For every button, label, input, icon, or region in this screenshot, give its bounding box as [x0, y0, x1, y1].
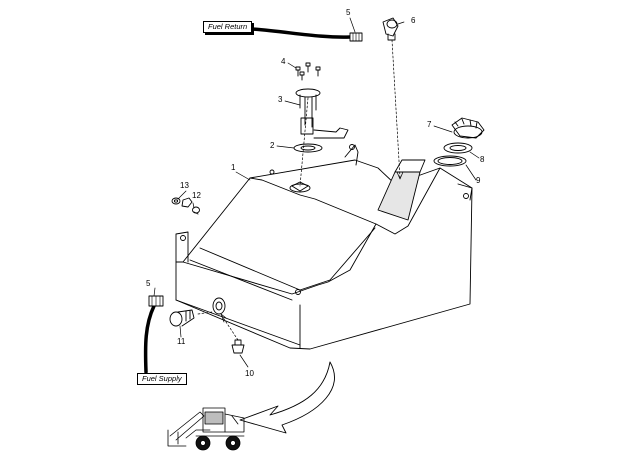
callout-3: 3 — [278, 95, 283, 104]
nut — [181, 197, 193, 208]
callout-5-return: 5 — [346, 8, 351, 17]
callout-10: 10 — [245, 369, 254, 378]
supply-hose — [143, 295, 164, 374]
assembly-lines — [197, 39, 401, 341]
telehandler-machine-icon — [167, 407, 245, 451]
bolt — [192, 206, 200, 215]
washer — [171, 197, 181, 205]
filler-cap — [451, 117, 485, 139]
supply-elbow — [169, 309, 195, 327]
callout-11: 11 — [177, 337, 186, 346]
sender-gasket — [293, 143, 323, 153]
callout-12: 12 — [192, 191, 201, 200]
callout-4: 4 — [281, 57, 286, 66]
fuel-return-tag: Fuel Return — [203, 21, 253, 33]
fuel-supply-tag: Fuel Supply — [137, 373, 187, 385]
callout-6: 6 — [411, 16, 416, 25]
drain-plug — [231, 339, 245, 354]
fuel-sender — [295, 88, 349, 139]
location-arrow — [239, 361, 335, 434]
callout-9: 9 — [476, 176, 481, 185]
return-elbow — [382, 17, 399, 41]
leader-lines — [153, 17, 480, 368]
callout-2: 2 — [270, 141, 275, 150]
callout-1: 1 — [231, 163, 236, 172]
fuel-tank — [175, 144, 473, 350]
callout-13: 13 — [180, 181, 189, 190]
filler-ring — [433, 155, 467, 167]
sender-screws — [295, 62, 321, 81]
callout-5-supply: 5 — [146, 279, 151, 288]
filler-gasket — [443, 142, 473, 154]
callout-8: 8 — [480, 155, 485, 164]
callout-7: 7 — [427, 120, 432, 129]
return-hose — [250, 27, 363, 42]
